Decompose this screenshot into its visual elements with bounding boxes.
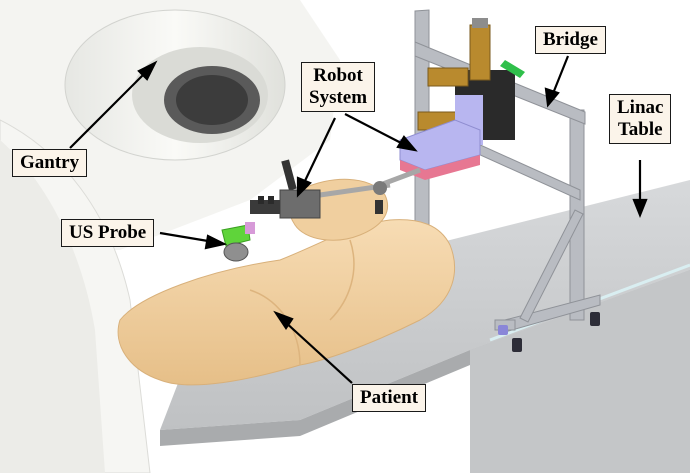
label-linac-table-line-1: Linac <box>617 97 664 118</box>
label-bridge: Bridge <box>535 26 606 54</box>
bridge-feet <box>498 312 600 352</box>
gantry-housing <box>0 0 340 473</box>
arrow-us-probe <box>159 231 215 244</box>
arrow-patient <box>282 319 353 384</box>
label-bridge-text: Bridge <box>543 29 598 50</box>
label-patient: Patient <box>352 384 427 412</box>
label-patient-text: Patient <box>360 387 419 408</box>
label-gantry: Gantry <box>12 149 88 177</box>
label-linac-table-line-2: Table <box>617 119 663 140</box>
pointer-arrows <box>69 55 648 384</box>
arrow-robot-system-left <box>302 117 336 186</box>
label-gantry-text: Gantry <box>20 152 80 173</box>
arrow-robot-system-right <box>344 113 406 146</box>
robot-arm <box>221 159 421 262</box>
label-linac-table: Linac Table <box>609 94 672 144</box>
arrow-bridge <box>550 55 570 97</box>
label-robot-system: Robot System <box>301 62 376 112</box>
label-robot-system-line-2: System <box>309 87 368 108</box>
label-robot-system-line-1: Robot <box>313 65 363 86</box>
arrow-gantry <box>69 69 149 149</box>
robot-motor-assembly <box>399 18 525 180</box>
label-us-probe-text: US Probe <box>69 222 147 243</box>
label-us-probe: US Probe <box>61 219 155 247</box>
